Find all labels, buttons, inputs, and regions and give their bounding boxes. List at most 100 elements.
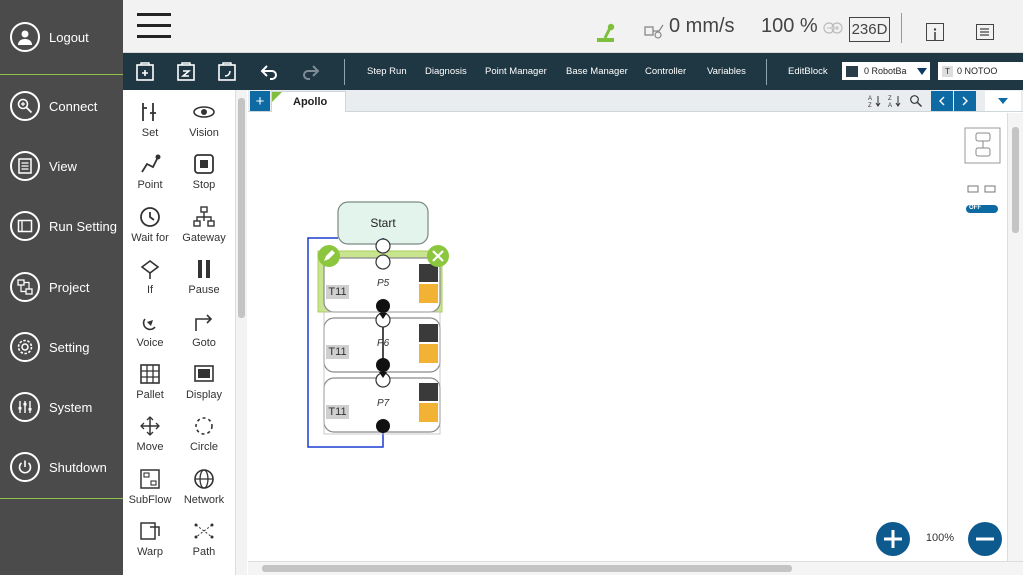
tab-menu-button[interactable]: [985, 91, 1021, 111]
palette-node-gateway[interactable]: Gateway: [178, 203, 230, 251]
palette-node-pallet[interactable]: Pallet: [124, 360, 176, 408]
palette-node-pause[interactable]: Pause: [178, 255, 230, 303]
pallet-icon: [138, 362, 162, 386]
sidebar-item-logout[interactable]: Logout: [0, 15, 123, 59]
node-label-p7[interactable]: P7: [377, 398, 390, 409]
wait-for-icon: [138, 205, 162, 229]
palette-node-subflow[interactable]: SubFlow: [124, 465, 176, 513]
motion-icon: [419, 264, 438, 282]
sidebar-item-project[interactable]: Project: [0, 265, 123, 309]
step-run-button[interactable]: Step Run: [367, 66, 407, 77]
flow-diagram: [307, 127, 1002, 556]
palette-node-display[interactable]: Display: [178, 360, 230, 408]
palette-node-label: Voice: [136, 336, 164, 349]
tab-apollo[interactable]: Apollo: [271, 91, 346, 112]
save-as-icon[interactable]: [217, 62, 237, 82]
hamburger-menu-icon[interactable]: [137, 13, 171, 39]
controller-button[interactable]: Controller: [645, 66, 687, 77]
subflow-icon: [138, 467, 162, 491]
save-project-icon[interactable]: [176, 62, 196, 82]
palette-node-point[interactable]: Point: [124, 150, 176, 198]
run-setting-icon: [10, 211, 40, 241]
connect-icon: [10, 91, 40, 121]
log-icon[interactable]: [976, 24, 994, 40]
view-icon: [10, 151, 40, 181]
palette-node-set[interactable]: Set: [124, 98, 176, 146]
sidebar-item-setting[interactable]: Setting: [0, 325, 123, 369]
sidebar-item-run-setting[interactable]: Run Setting: [0, 204, 123, 248]
svg-text:A: A: [868, 96, 872, 102]
new-project-icon[interactable]: [135, 62, 155, 82]
chevron-down-icon: [917, 67, 927, 75]
config-icon: [419, 403, 438, 422]
sidebar-item-view[interactable]: View: [0, 144, 123, 188]
sidebar-item-connect[interactable]: Connect: [0, 84, 123, 128]
chevron-left-icon: [939, 96, 945, 106]
sidebar-item-system[interactable]: System: [0, 385, 123, 429]
palette-node-move[interactable]: Move: [124, 412, 176, 460]
undo-icon[interactable]: [259, 62, 279, 82]
vertical-scroll-thumb[interactable]: [1012, 127, 1019, 233]
variables-button[interactable]: Variables: [707, 66, 746, 77]
speed-adjust-icon[interactable]: [823, 21, 843, 35]
palette-node-path[interactable]: Path: [178, 517, 230, 565]
start-node[interactable]: Start: [370, 216, 396, 230]
goto-icon: [192, 310, 216, 334]
palette-node-warp[interactable]: Warp: [124, 517, 176, 565]
palette-node-voice[interactable]: Voice: [124, 308, 176, 356]
tab-label: Apollo: [293, 96, 328, 108]
config-icon: [419, 344, 438, 363]
palette-node-wait-for[interactable]: Wait for: [124, 203, 176, 251]
palette-scrollbar[interactable]: [235, 90, 247, 575]
add-tab-button[interactable]: +: [250, 91, 270, 111]
canvas-horizontal-scrollbar[interactable]: [248, 561, 1023, 575]
sidebar-label-logout: Logout: [49, 29, 89, 45]
palette-node-if[interactable]: If: [124, 255, 176, 303]
palette-node-vision[interactable]: Vision: [178, 98, 230, 146]
set-icon: [138, 100, 162, 124]
unit-badge[interactable]: 236D: [849, 17, 890, 42]
project-toolbar: Step Run Diagnosis Point Manager Base Ma…: [123, 53, 1023, 90]
search-icon[interactable]: [909, 94, 923, 108]
circle-icon: [192, 414, 216, 438]
palette-node-label: Point: [137, 179, 163, 192]
palette-node-network[interactable]: Network: [178, 465, 230, 513]
sidebar-item-shutdown[interactable]: Shutdown: [0, 445, 123, 489]
gateway-icon: [192, 205, 216, 229]
flow-canvas[interactable]: [248, 113, 1007, 561]
if-icon: [138, 257, 162, 281]
info-icon[interactable]: [926, 23, 944, 41]
horizontal-scroll-thumb[interactable]: [262, 565, 792, 572]
tool-badge: T11: [326, 345, 349, 359]
point-manager-button[interactable]: Point Manager: [485, 66, 547, 77]
redo-icon[interactable]: [301, 62, 321, 82]
sidebar-label-run-setting: Run Setting: [49, 218, 117, 234]
tab-next-button[interactable]: [954, 91, 976, 111]
tool-select[interactable]: T 0 NOTOO: [938, 62, 1023, 80]
diagnosis-button[interactable]: Diagnosis: [425, 66, 467, 77]
edit-block-button[interactable]: EditBlock: [788, 66, 828, 77]
sidebar-label-setting: Setting: [49, 339, 90, 355]
base-manager-button[interactable]: Base Manager: [566, 66, 628, 77]
sidebar-label-system: System: [49, 399, 93, 415]
robot-base-select[interactable]: 0 RobotBa: [842, 62, 930, 80]
node-label-p6[interactable]: P6: [377, 338, 390, 349]
palette-node-circle[interactable]: Circle: [178, 412, 230, 460]
node-label-p5[interactable]: P5: [377, 278, 390, 289]
tab-prev-button[interactable]: [931, 91, 953, 111]
palette-node-goto[interactable]: Goto: [178, 308, 230, 356]
palette-node-stop[interactable]: Stop: [178, 150, 230, 198]
zoom-level: 100%: [925, 532, 955, 544]
palette-node-label: If: [146, 284, 154, 297]
sidebar-label-view: View: [49, 158, 77, 174]
canvas-vertical-scrollbar[interactable]: [1007, 113, 1023, 561]
base-icon: [846, 65, 858, 77]
tab-marker: [272, 92, 282, 102]
toggle-state[interactable]: OFF: [969, 205, 981, 211]
sidebar-label-connect: Connect: [49, 98, 98, 114]
user-icon: [10, 22, 40, 52]
palette-scroll-thumb[interactable]: [238, 98, 245, 318]
